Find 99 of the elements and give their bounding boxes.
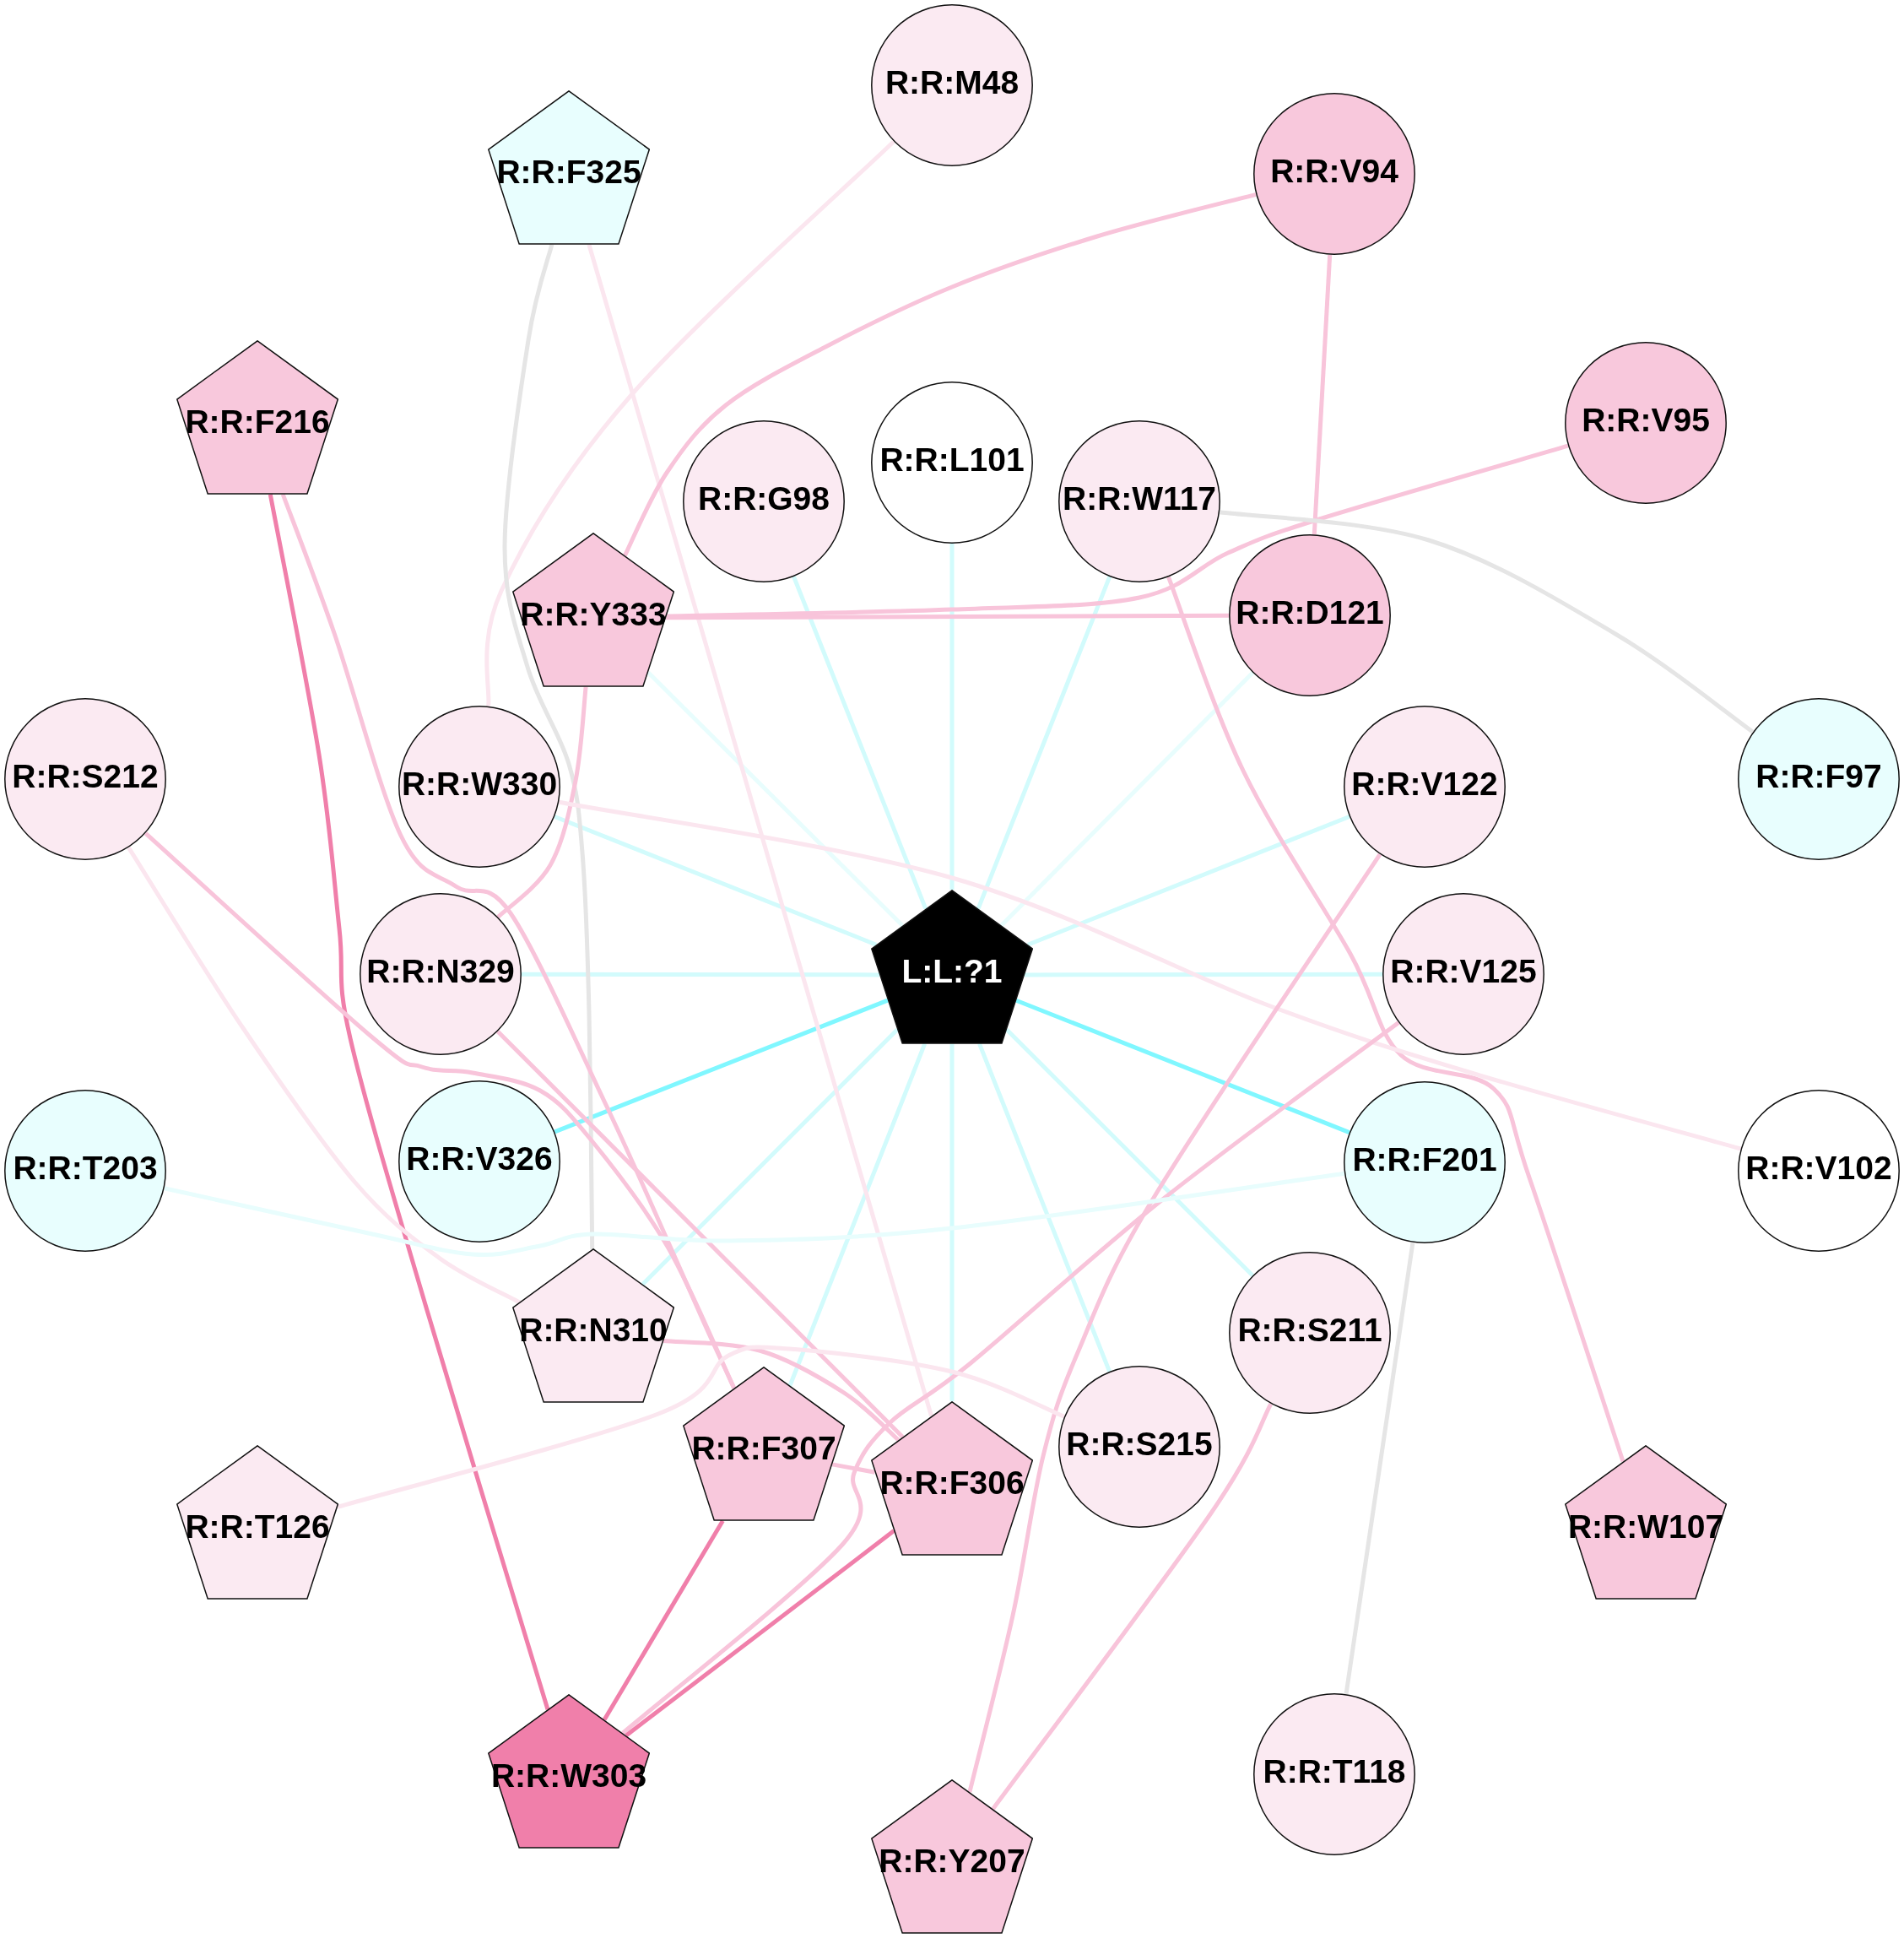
pentagon-node [511,1248,675,1403]
node-label: R:R:F306 [879,1465,1025,1499]
node-label: R:R:F201 [1352,1142,1497,1176]
circle-node [1253,1693,1415,1855]
connector-line [337,1345,1065,1509]
connector-line [623,192,1257,557]
connector-line [663,1338,901,1442]
circle-node [1058,1366,1220,1528]
node-label: R:R:G98 [698,481,830,515]
connector-line [1015,998,1350,1134]
node-label: R:R:V326 [406,1141,553,1175]
node-label: R:R:L101 [879,442,1025,476]
circle-node [1229,534,1391,696]
node-label: R:R:S212 [12,759,159,793]
connector-line [164,1171,1345,1257]
pentagon-node [682,1367,846,1521]
connector-line [1219,510,1755,734]
connector-line [646,670,905,928]
connector-line [268,494,550,1710]
connector-line [967,853,1382,1793]
connector-line [496,1030,905,1439]
node-label: R:R:V122 [1351,766,1498,800]
connector-line [1166,576,1625,1463]
connector-line [787,1042,928,1387]
node-label: R:R:T126 [185,1509,330,1543]
node-label: R:R:V125 [1390,954,1537,988]
connector-line [280,493,737,1389]
connector-line [792,576,928,910]
node-label: R:R:V102 [1745,1150,1892,1184]
connector-line [976,576,1112,910]
circle-node [1344,1081,1506,1243]
circle-node [1565,342,1727,504]
node-label: R:R:W330 [401,766,558,800]
connector-line [1005,1028,1254,1277]
connector-line [666,613,1229,620]
pentagon-node [870,890,1034,1044]
circle-node [1738,698,1900,860]
node-label: R:R:D121 [1236,595,1384,629]
connector-line [554,998,889,1134]
connector-line [127,846,521,1304]
circle-node [1058,420,1220,582]
connector-line [949,544,955,890]
node-label: R:R:F307 [691,1431,836,1464]
connector-line [1026,815,1350,947]
circle-node [360,893,522,1055]
node-label: R:R:F97 [1755,759,1882,793]
connector-line [625,1529,895,1738]
node-label: R:R:Y333 [520,597,667,631]
connector-line [999,671,1255,928]
node-label: R:R:S215 [1066,1427,1213,1460]
pentagon-node [511,533,675,687]
connector-line [558,799,1742,1151]
node-label: R:R:Y207 [879,1843,1025,1877]
connector-line [991,1403,1274,1811]
node-label: R:R:N329 [366,954,515,988]
connector-line [496,686,588,919]
pentagon-node [176,340,339,495]
circle-node [1229,1252,1391,1414]
connector-line [1344,1242,1415,1695]
connector-line [587,244,933,1417]
connector-line [502,244,595,1250]
node-label: R:R:F325 [496,154,641,188]
circle-node [1253,93,1415,255]
circle-node [1382,893,1544,1055]
connector-line [484,139,895,707]
node-label: R:R:W117 [1063,481,1216,515]
node-label: R:R:V95 [1582,403,1710,436]
node-label: R:R:T203 [13,1150,158,1184]
node-label: R:R:N310 [519,1313,668,1346]
pentagon-node [487,90,651,245]
connector-line [949,1043,955,1401]
pentagon-node [176,1445,339,1600]
circle-node [683,420,845,582]
connector-line [602,1519,725,1721]
node-label: R:R:M48 [884,65,1020,99]
circle-node [398,706,560,868]
connector-line [621,1021,1400,1735]
circle-node [1738,1090,1900,1252]
circle-node [1344,706,1506,868]
connector-line [143,831,736,1389]
connector-line [977,1042,1112,1372]
connector-line [1312,254,1333,535]
connector-line [831,1462,876,1475]
pentagon-node [870,1401,1034,1556]
node-label: L:L:?1 [901,954,1003,988]
node-label: R:R:S211 [1237,1313,1382,1346]
pentagon-node [870,1779,1034,1934]
connector-line [641,1028,899,1286]
connector-line [522,972,879,977]
connector-line [554,815,878,947]
node-label: R:R:V94 [1270,154,1398,187]
node-label: R:R:T118 [1263,1754,1406,1788]
circle-node [871,382,1033,544]
connector-line [1025,972,1382,977]
node-label: R:R:F216 [185,404,330,438]
circle-node [398,1080,560,1242]
circle-node [4,1090,166,1252]
circle-node [871,4,1033,166]
circle-node [4,698,166,860]
